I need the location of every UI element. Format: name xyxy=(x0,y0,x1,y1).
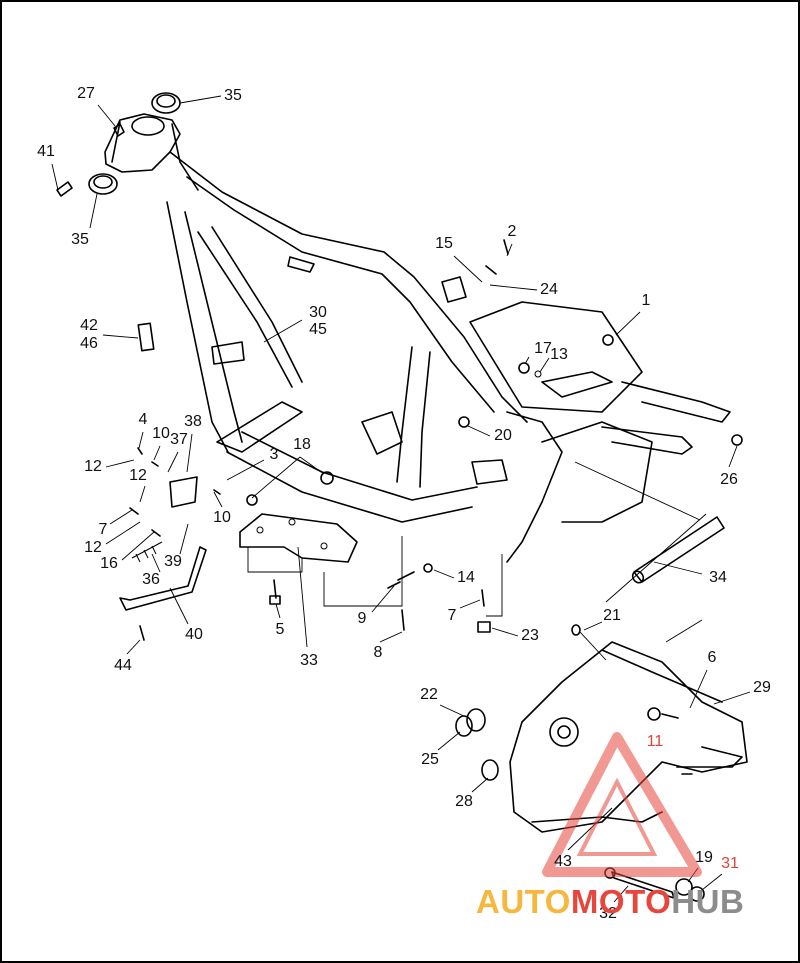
bearing-cup-lower xyxy=(88,173,118,195)
leader-lines xyxy=(51,95,751,903)
callout-c35b: 35 xyxy=(71,231,89,248)
callout-c25: 25 xyxy=(421,751,439,768)
callout-c40: 40 xyxy=(185,626,203,643)
callout-c10a: 10 xyxy=(152,425,170,442)
callout-c38: 38 xyxy=(184,413,202,430)
callout-c24: 24 xyxy=(540,281,558,298)
callout-c22: 22 xyxy=(420,686,438,703)
callout-c4: 4 xyxy=(138,411,148,428)
hardware xyxy=(56,123,743,641)
watermark-text-moto: MOTO xyxy=(570,883,672,920)
callout-c33: 33 xyxy=(300,652,318,669)
callout-c44: 44 xyxy=(114,657,132,674)
callout-c3: 3 xyxy=(269,446,279,463)
callout-c6: 6 xyxy=(707,649,717,666)
callout-c10b: 10 xyxy=(213,509,231,526)
callout-c26: 26 xyxy=(720,471,738,488)
callout-c12b: 12 xyxy=(129,467,147,484)
callout-c23: 23 xyxy=(521,627,539,644)
callout-c34: 34 xyxy=(709,569,727,586)
callout-c7b: 7 xyxy=(447,607,457,624)
callout-c15: 15 xyxy=(435,235,453,252)
watermark-text-auto: AUTO xyxy=(476,883,571,920)
callout-c12c: 12 xyxy=(84,539,102,556)
callout-c2: 2 xyxy=(507,223,517,240)
side-stand xyxy=(119,541,207,611)
callout-c45: 45 xyxy=(309,321,327,338)
callout-c31: 31 xyxy=(721,855,739,872)
callout-c39: 39 xyxy=(164,553,182,570)
callout-c28: 28 xyxy=(455,793,473,810)
swingarm xyxy=(509,641,748,833)
callout-c19: 19 xyxy=(695,849,713,866)
callout-c17: 17 xyxy=(534,340,552,357)
callout-c21: 21 xyxy=(603,607,621,624)
callout-c14: 14 xyxy=(457,569,475,586)
callout-c32: 32 xyxy=(599,905,617,922)
callout-c12a: 12 xyxy=(84,458,102,475)
callout-c42: 42 xyxy=(80,317,98,334)
callout-c41: 41 xyxy=(37,143,55,160)
bearing-cup-upper xyxy=(151,92,181,114)
callout-c5: 5 xyxy=(275,621,285,638)
callout-c20: 20 xyxy=(494,427,512,444)
callout-c9: 9 xyxy=(357,610,367,627)
callout-c37: 37 xyxy=(170,431,188,448)
callout-c29: 29 xyxy=(753,679,771,696)
callout-c35a: 35 xyxy=(224,87,242,104)
watermark-logo: AUTOMOTOHUB xyxy=(476,882,744,922)
callout-c1: 1 xyxy=(641,292,651,309)
pivot-bushings xyxy=(455,624,581,781)
frame-main xyxy=(166,151,731,563)
callout-c18: 18 xyxy=(293,436,311,453)
callout-c43: 43 xyxy=(554,853,572,870)
axle-sleeve xyxy=(631,516,725,584)
callout-c46: 46 xyxy=(80,335,98,352)
callout-c27: 27 xyxy=(77,85,95,102)
callout-c8: 8 xyxy=(373,644,383,661)
watermark-text-hub: HUB xyxy=(671,883,745,920)
callout-c11: 11 xyxy=(646,733,664,750)
callout-c36: 36 xyxy=(142,571,160,588)
callout-c7a: 7 xyxy=(98,521,108,538)
callout-c30: 30 xyxy=(309,304,327,321)
callout-c13: 13 xyxy=(550,346,568,363)
watermark-triangle xyxy=(542,732,702,877)
callout-c16: 16 xyxy=(100,555,118,572)
